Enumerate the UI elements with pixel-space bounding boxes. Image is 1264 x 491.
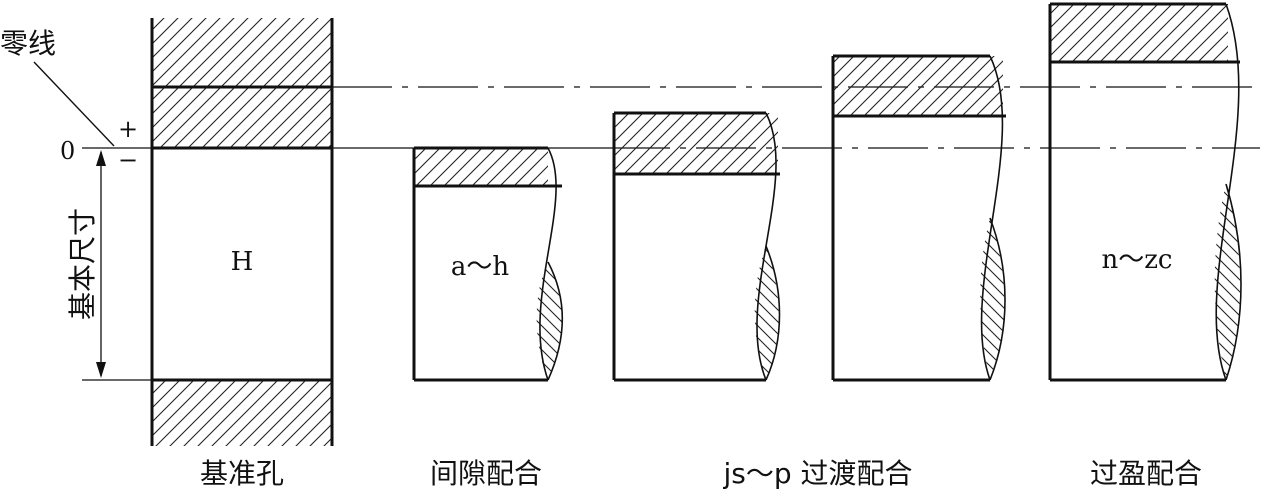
zero-line-leader [33, 61, 115, 147]
arrow-down-icon [96, 362, 106, 378]
arrow-up-icon [96, 150, 106, 166]
interference-fit-caption: 过盈配合 [1090, 457, 1202, 490]
zero-label: 0 [60, 137, 75, 165]
interference-fit-shaft-b [1048, 2, 1242, 382]
interference-fit-inner-label: n～zc [1101, 245, 1172, 275]
zero-line-label: 零线 [0, 27, 56, 60]
transition-fit-caption: js～p 过渡配合 [722, 457, 912, 490]
hole-inner-label: H [231, 247, 254, 277]
clearance-fit-shaft [412, 146, 564, 382]
hole-caption: 基准孔 [200, 457, 284, 490]
basic-size-label: 基本尺寸 [66, 208, 99, 320]
clearance-fit-caption: 间隙配合 [430, 457, 542, 490]
clearance-fit-inner-label: a～h [451, 252, 510, 282]
transition-fit-shaft [612, 111, 781, 382]
plus-label: + [118, 115, 138, 143]
interference-fit-shaft-a [831, 54, 1006, 382]
minus-label: − [118, 146, 138, 174]
hole-symbol [150, 18, 334, 446]
